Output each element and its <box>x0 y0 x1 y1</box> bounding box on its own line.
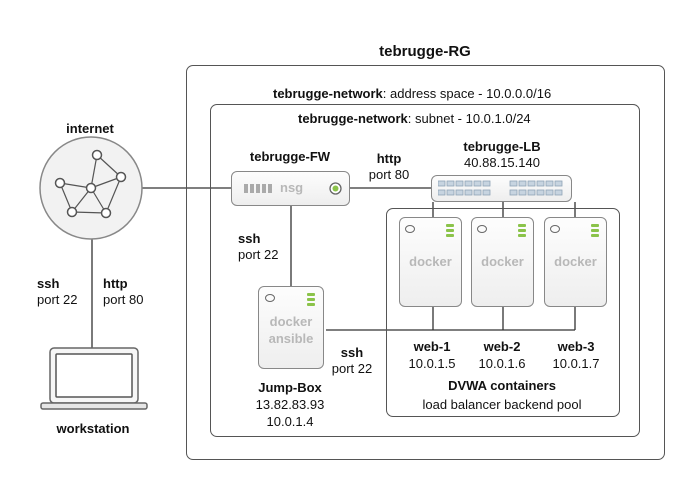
jump-box-name: Jump-Box <box>258 380 322 395</box>
resource-group-title: tebrugge-RG <box>379 43 471 60</box>
ssh-text: ssh <box>340 345 364 360</box>
web-2-name: web-2 <box>483 339 521 354</box>
subnet-text: : subnet - 10.0.1.0/24 <box>407 111 531 126</box>
activity-bars-icon <box>307 293 315 308</box>
port-text: port 22 <box>331 361 373 376</box>
web-3-server: docker <box>544 217 607 307</box>
web-3-ip: 10.0.1.7 <box>552 356 600 371</box>
port-text: port 80 <box>103 292 144 307</box>
jumpbox-ssh-label: ssh port 22 <box>332 345 372 377</box>
web-1-name: web-1 <box>413 339 451 354</box>
web-2-server: docker <box>471 217 534 307</box>
web-1-server: docker <box>399 217 462 307</box>
lb-name: tebrugge-LB <box>463 139 541 154</box>
resource-group-box <box>186 65 665 460</box>
port-text: port 80 <box>368 167 410 182</box>
port-text: port 22 <box>238 247 279 262</box>
fw-http-label: http port 80 <box>369 151 409 183</box>
jump-box-public-ip: 13.82.83.93 <box>255 397 325 412</box>
port-indicators-icon <box>244 184 272 193</box>
ssh-text: ssh <box>238 231 261 246</box>
address-space-label: tebrugge-network: address space - 10.0.0… <box>273 86 551 102</box>
internet-label: internet <box>66 121 114 136</box>
jump-box-private-ip: 10.0.1.4 <box>266 414 314 429</box>
activity-bars-icon <box>518 224 526 239</box>
web-2-ip: 10.0.1.6 <box>478 356 526 371</box>
docker-tag: docker <box>269 314 313 329</box>
backend-pool-box <box>386 208 620 417</box>
subnet-label: tebrugge-network: subnet - 10.0.1.0/24 <box>298 111 531 127</box>
pool-subtitle: load balancer backend pool <box>422 397 582 412</box>
subnet-network-name: tebrugge-network <box>298 111 408 126</box>
fw-ssh-label: ssh port 22 <box>238 231 278 263</box>
load-balancer-device <box>431 175 572 202</box>
http-text: http <box>376 151 402 166</box>
ssh-text: ssh <box>37 276 60 291</box>
web-3-name: web-3 <box>557 339 595 354</box>
pool-title: DVWA containers <box>448 378 556 393</box>
ansible-tag: ansible <box>268 331 314 346</box>
docker-tag: docker <box>481 254 524 269</box>
jump-box-server: docker ansible <box>258 286 324 369</box>
laptop-icon <box>40 347 148 410</box>
status-led-icon <box>477 225 487 233</box>
nsg-badge: nsg <box>280 180 304 195</box>
subnet-box <box>210 104 640 437</box>
activity-bars-icon <box>591 224 599 239</box>
internet-globe-icon <box>39 136 143 240</box>
docker-tag: docker <box>409 254 452 269</box>
lb-ip: 40.88.15.140 <box>464 155 540 170</box>
firewall-device: nsg <box>231 171 350 206</box>
web-1-ip: 10.0.1.5 <box>408 356 456 371</box>
address-space-text: : address space - 10.0.0.0/16 <box>382 86 552 101</box>
http-text: http <box>103 276 128 291</box>
status-led-icon <box>405 225 415 233</box>
activity-bars-icon <box>446 224 454 239</box>
network-name: tebrugge-network <box>273 86 383 101</box>
docker-tag: docker <box>554 254 597 269</box>
status-led-icon <box>265 294 275 302</box>
workstation-ssh-label: ssh port 22 <box>37 276 77 308</box>
port-text: port 22 <box>37 292 78 307</box>
workstation-http-label: http port 80 <box>103 276 143 308</box>
status-led-icon <box>550 225 560 233</box>
firewall-name: tebrugge-FW <box>249 149 331 164</box>
power-led-icon <box>329 182 342 195</box>
workstation-label: workstation <box>56 421 130 436</box>
switch-ports-icon <box>438 180 563 196</box>
